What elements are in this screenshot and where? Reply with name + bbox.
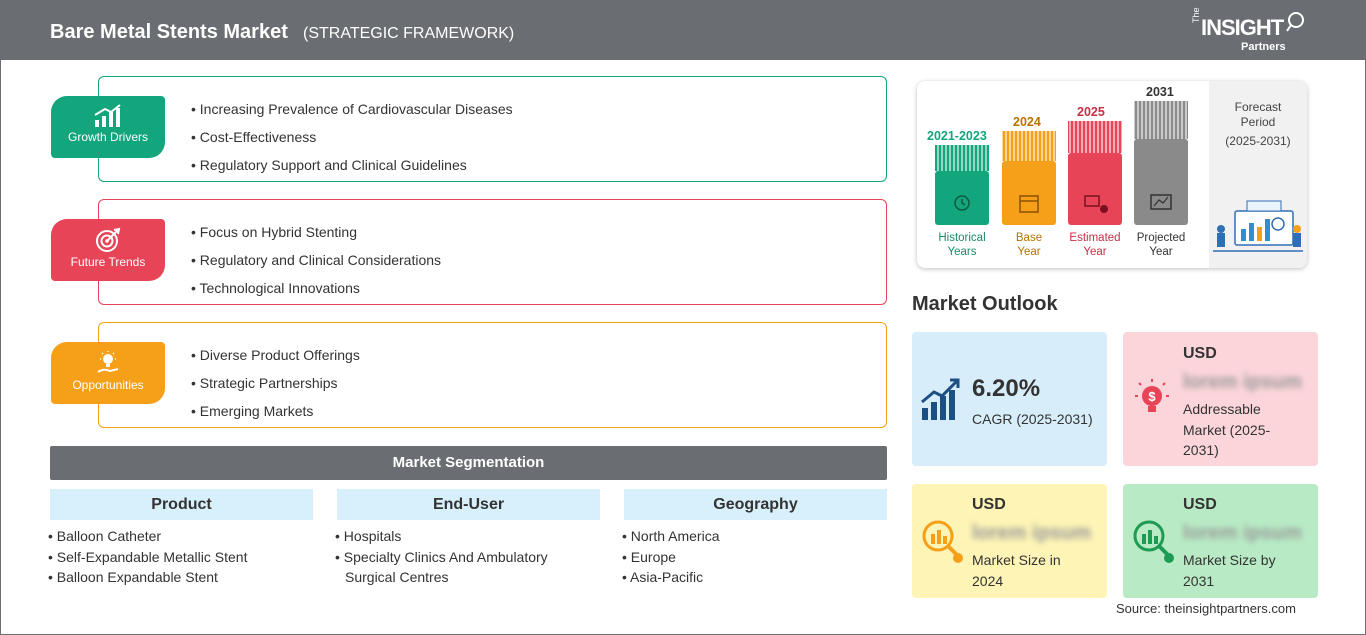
list-item: North America	[622, 526, 882, 547]
timeline-year-base: 2024	[1013, 115, 1041, 129]
logo-swoosh-icon	[1286, 12, 1304, 32]
market-outlook-title: Market Outlook	[912, 293, 1058, 315]
list-item: Hospitals	[335, 526, 585, 547]
segment-list-end-user: Hospitals Specialty Clinics And Ambulato…	[335, 526, 585, 588]
timeline-bar-base	[1002, 131, 1056, 225]
list-item: Technological Innovations	[191, 274, 441, 302]
insight-partners-logo: The INSIGHT Partners	[1191, 7, 1311, 55]
growth-drivers-list: Increasing Prevalence of Cardiovascular …	[191, 95, 513, 179]
timeline-bar-historical	[935, 145, 989, 225]
timeline-year-estimated: 2025	[1077, 105, 1105, 119]
badge-label: Growth Drivers	[67, 130, 148, 144]
list-item: Asia-Pacific	[622, 567, 882, 588]
list-item: Emerging Markets	[191, 397, 360, 425]
timeline-bar-projected	[1134, 101, 1188, 225]
timeline-bar-estimated	[1068, 121, 1122, 225]
future-trends-list: Focus on Hybrid Stenting Regulatory and …	[191, 218, 442, 302]
market-size-2031-card: USD lorem ipsum Market Size by 2031	[1123, 484, 1318, 598]
market-size-2031-value: lorem ipsum	[1183, 522, 1302, 544]
addressable-label: Addressable Market (2025-2031)	[1183, 401, 1271, 458]
growth-drivers-badge: Growth Drivers	[51, 96, 165, 158]
future-trends-card: Focus on Hybrid Stenting Regulatory and …	[98, 199, 887, 305]
list-item: Regulatory Support and Clinical Guidelin…	[191, 151, 513, 179]
currency-label: USD	[972, 496, 1006, 513]
currency-label: USD	[1183, 345, 1217, 362]
badge-label: Future Trends	[70, 255, 146, 269]
page-title: Bare Metal Stents Market	[50, 21, 288, 43]
market-size-2024-value: lorem ipsum	[972, 522, 1091, 544]
list-item: Strategic Partnerships	[191, 369, 360, 397]
opportunities-card: Diverse Product Offerings Strategic Part…	[98, 322, 887, 428]
lightbulb-dollar-icon: $	[1135, 379, 1169, 412]
badge-label: Opportunities	[72, 378, 144, 392]
market-size-2031-label: Market Size by 2031	[1183, 552, 1276, 589]
target-icon	[96, 227, 121, 252]
list-item: Specialty Clinics And Ambulatory Surgica…	[335, 547, 585, 588]
cagr-card: 6.20% CAGR (2025-2031)	[912, 332, 1107, 466]
source-citation: Source: theinsightpartners.com	[1116, 601, 1296, 616]
cagr-value: 6.20%	[972, 375, 1041, 402]
list-item: Diverse Product Offerings	[191, 341, 360, 369]
growth-bars-icon	[921, 378, 960, 420]
market-size-2024-card: USD lorem ipsum Market Size in 2024	[912, 484, 1107, 598]
future-trends-badge: Future Trends	[51, 219, 165, 281]
list-item: Focus on Hybrid Stenting	[191, 218, 441, 246]
opportunities-badge: Opportunities	[51, 342, 165, 404]
opportunities-list: Diverse Product Offerings Strategic Part…	[191, 341, 360, 425]
growth-chart-icon	[94, 104, 121, 127]
list-item: Increasing Prevalence of Cardiovascular …	[191, 95, 513, 123]
list-item: Regulatory and Clinical Considerations	[191, 246, 441, 274]
timeline-year-projected: 2031	[1146, 85, 1174, 99]
svg-text:$: $	[1148, 389, 1156, 404]
forecast-period-range: (2025-2031)	[1225, 134, 1291, 148]
magnifier-chart-icon	[1133, 520, 1174, 563]
segment-heading-geography: Geography	[624, 489, 887, 520]
list-item: Cost-Effectiveness	[191, 123, 513, 151]
forecast-analytics-illustration-icon	[1213, 200, 1303, 252]
segment-heading-end-user: End-User	[337, 489, 600, 520]
timeline-year-historical: 2021-2023	[927, 129, 987, 143]
segment-heading-product: Product	[50, 489, 313, 520]
list-item: Balloon Expandable Stent	[48, 567, 318, 588]
list-item: Europe	[622, 547, 882, 568]
header-bar: Bare Metal Stents Market (STRATEGIC FRAM…	[1, 1, 1366, 60]
lightbulb-hand-icon	[97, 351, 119, 373]
market-size-2024-label: Market Size in 2024	[972, 552, 1061, 589]
page-subtitle: (STRATEGIC FRAMEWORK)	[303, 25, 515, 42]
market-segmentation-bar: Market Segmentation	[50, 446, 887, 480]
list-item: Self-Expandable Metallic Stent	[48, 547, 318, 568]
growth-drivers-card: Increasing Prevalence of Cardiovascular …	[98, 76, 887, 182]
timeline-svg	[935, 101, 1303, 252]
addressable-value: lorem ipsum	[1183, 371, 1302, 393]
list-item: Balloon Catheter	[48, 526, 318, 547]
segment-list-product: Balloon Catheter Self-Expandable Metalli…	[48, 526, 318, 588]
currency-label: USD	[1183, 496, 1217, 513]
addressable-market-card: $ USD lorem ipsum Addressable Market (20…	[1123, 332, 1318, 466]
cagr-label: CAGR (2025-2031)	[972, 411, 1093, 427]
segment-list-geography: North America Europe Asia-Pacific	[622, 526, 882, 588]
magnifier-chart-icon	[922, 520, 963, 563]
